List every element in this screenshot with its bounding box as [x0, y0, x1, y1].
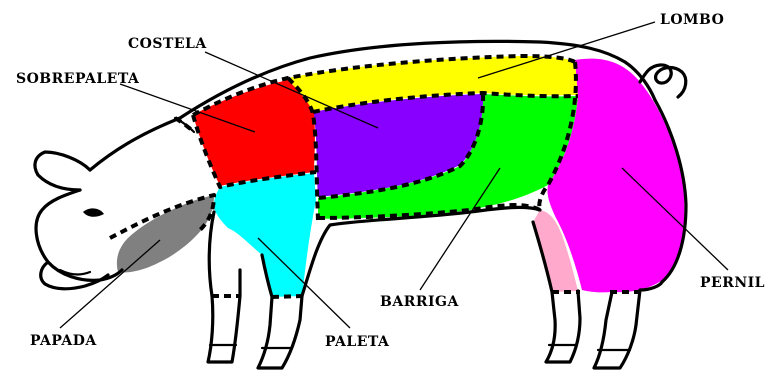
- label-pernil: PERNIL: [700, 275, 765, 291]
- cut-regions: [117, 56, 684, 297]
- front-leg-left: [208, 212, 240, 362]
- hind-leg-right: [594, 282, 662, 368]
- label-lombo: LOMBO: [660, 12, 724, 28]
- face: [36, 190, 122, 280]
- label-paleta: PALETA: [325, 334, 390, 350]
- region-papada: [117, 195, 214, 273]
- belly-line: [302, 207, 540, 296]
- label-papada: PAPADA: [30, 333, 97, 349]
- label-costela: COSTELA: [128, 36, 207, 52]
- region-paleta: [214, 173, 316, 297]
- label-sobrepaleta: SOBREPALETA: [16, 71, 140, 87]
- region-sobrepaleta: [193, 80, 315, 186]
- leader-papada: [60, 240, 160, 328]
- label-barriga: BARRIGA: [380, 294, 459, 310]
- eye-icon: [83, 208, 104, 216]
- boundary-paleta-bottom: [272, 296, 302, 297]
- ear: [35, 152, 90, 190]
